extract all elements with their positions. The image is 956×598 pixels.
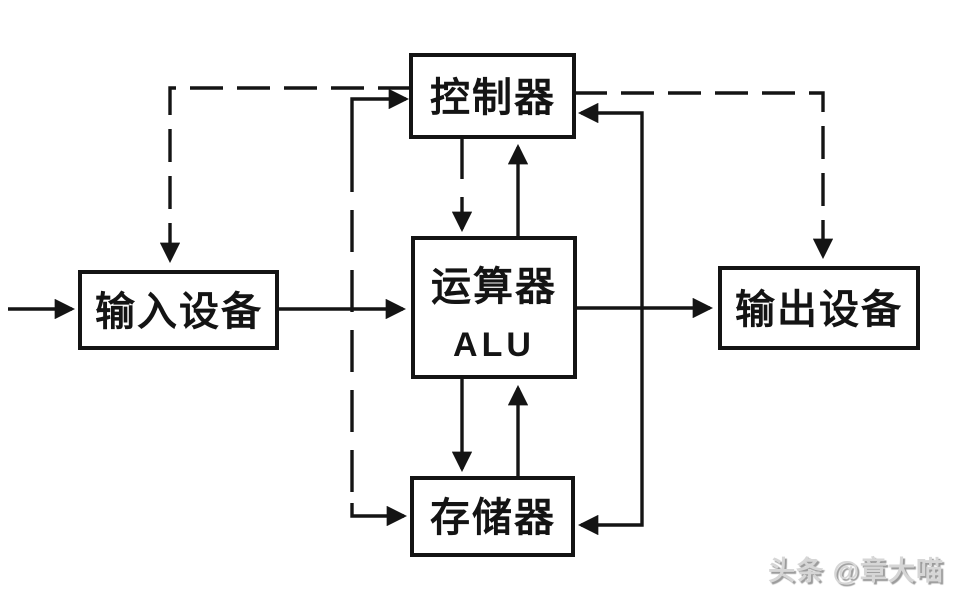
output-device-label: 输出设备 (735, 288, 903, 332)
memory-label: 存储器 (430, 496, 556, 540)
edge-controller-memory-right-solid (577, 102, 644, 536)
alu-box (411, 236, 577, 379)
input-device-label: 输入设备 (95, 290, 263, 334)
alu-label-en: ALU (453, 326, 535, 364)
edge-controller-to-input-dashed-arrow (159, 86, 411, 264)
edge-controller-to-output-dashed-arrow (574, 91, 834, 260)
alu-label-cn: 运算器 (431, 265, 557, 309)
controller-box (409, 53, 576, 139)
output-device-box (718, 266, 920, 350)
controller-label: 控制器 (430, 76, 556, 120)
watermark-text: 头条 @章大喵 (768, 556, 944, 586)
memory-box (410, 476, 575, 557)
input-device-box (78, 270, 279, 350)
edge-controller-memory-left-dashed (350, 88, 410, 527)
